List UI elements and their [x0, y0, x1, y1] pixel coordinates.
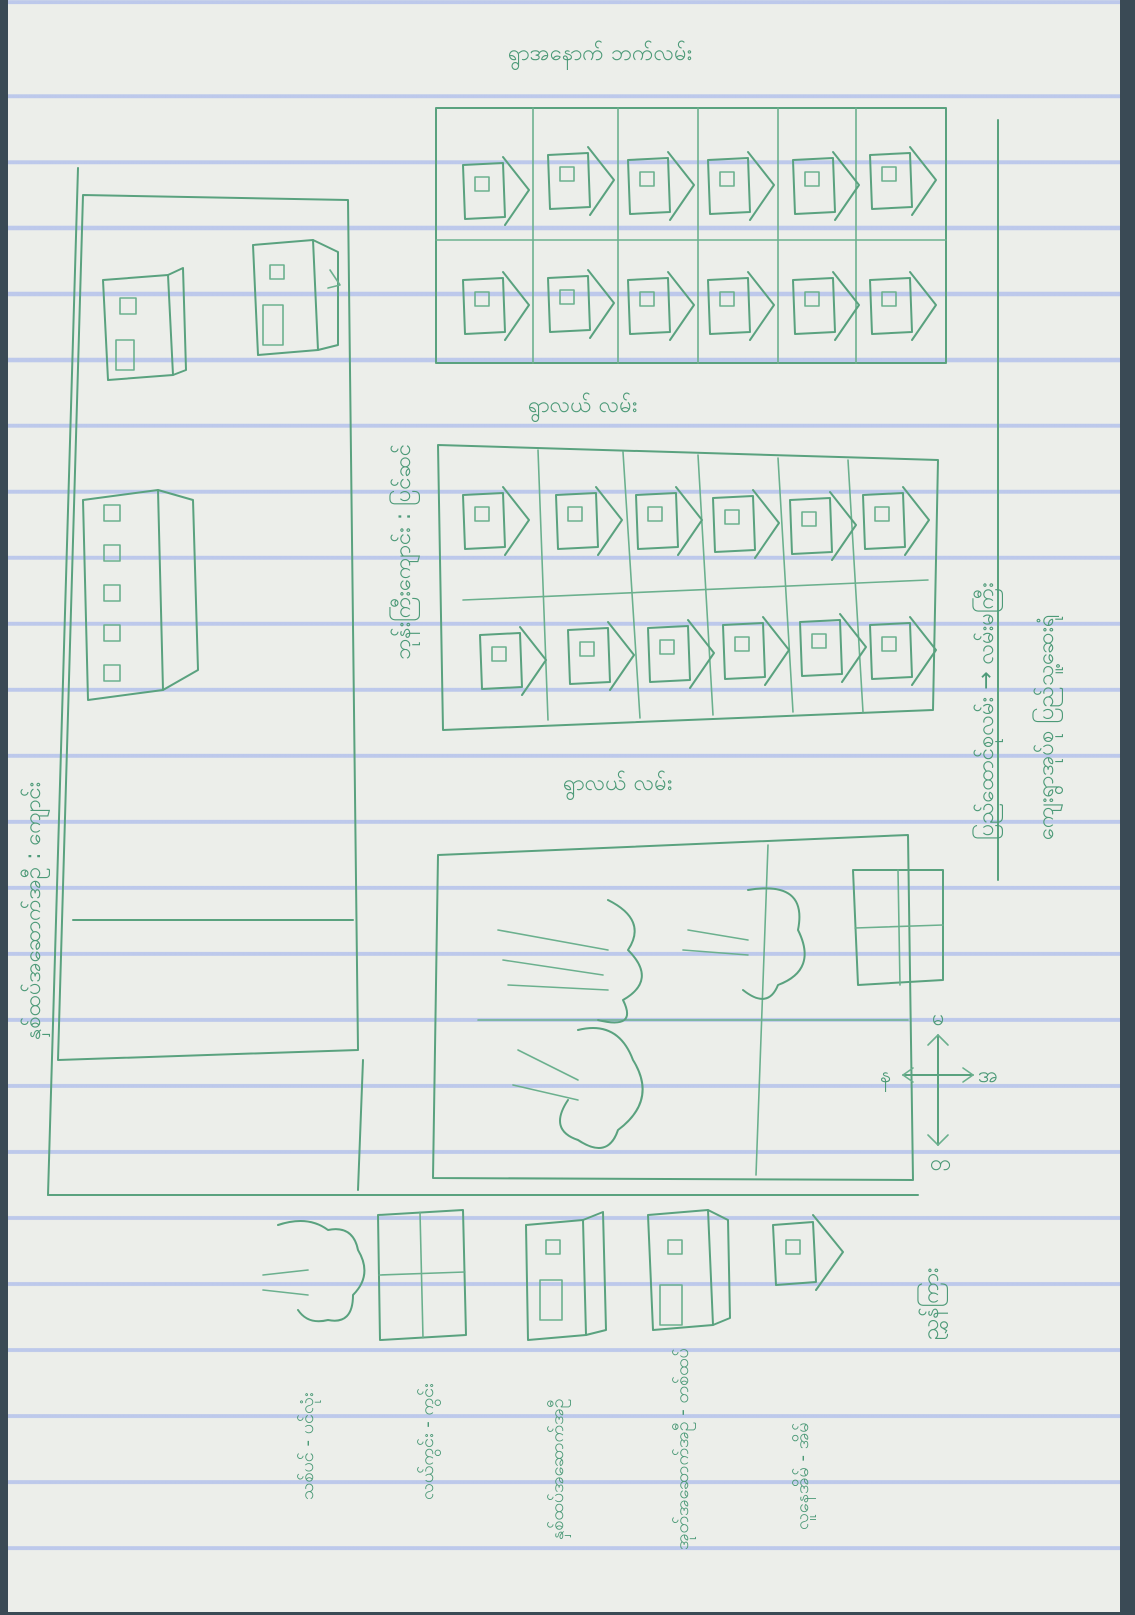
housing-block-upper: [436, 108, 946, 363]
school-building: [83, 490, 198, 700]
paper-sheet: မ အ န တ နှစ်ထပ်အဆောက်အဦ : ကျောင်း ရွာအနေ…: [8, 0, 1120, 1612]
house-icon: [628, 272, 694, 340]
house-icon: [480, 627, 546, 695]
field-tree-block: [433, 835, 943, 1180]
west-street-label: ရွာအနောက် ဘက်လမ်း: [508, 40, 692, 71]
house-icon: [708, 272, 774, 340]
field-icon: [853, 870, 943, 985]
legend: [263, 1210, 843, 1340]
school-area-label: နှစ်ထပ်အဆောက်အဦ : ကျောင်း: [20, 782, 51, 1040]
legend-title: ညွှန်ကြား: [917, 1267, 948, 1340]
tree-icon: [498, 900, 642, 1023]
house-icon: [723, 617, 789, 685]
two-storey-building-icon: [103, 268, 186, 380]
single-storey-building-icon: [648, 1210, 730, 1330]
legend-tree-label: သစ်ပင် - ပင်လုံး: [297, 1393, 321, 1500]
house-icon: [556, 487, 622, 555]
house-icon: [628, 152, 694, 220]
compass-south-label: တ: [930, 1151, 951, 1176]
house-icon: [463, 487, 529, 555]
house-icon: [548, 147, 614, 215]
house-icon: [773, 1215, 843, 1290]
house-icon: [713, 490, 779, 558]
compass-east-label: အ: [978, 1063, 998, 1088]
legend-single-storey-label: အုတ်အဆောက်အဦ - တစ်ထပ်: [672, 1348, 696, 1550]
compass-west-label: န: [880, 1063, 891, 1092]
village-name-label: ကျေးရွာအုပ်စု ပြည်သူ့ဆေးရုံ: [1032, 614, 1064, 840]
house-icon: [870, 272, 936, 340]
tree-icon: [683, 888, 805, 999]
houses-middle: [463, 487, 936, 695]
house-icon: [793, 152, 859, 220]
house-icon: [548, 270, 614, 338]
house-icon: [790, 492, 856, 560]
monastery-label: ဘုန်းကြီးကျောင်း : ပြင်ဆင်: [389, 444, 420, 660]
compass-rose: [903, 1035, 973, 1145]
house-icon: [870, 147, 936, 215]
tree-icon: [513, 1028, 643, 1148]
hand-drawn-map: မ အ န တ နှစ်ထပ်အဆောက်အဦ : ကျောင်း ရွာအနေ…: [8, 0, 1120, 1612]
house-icon: [870, 617, 936, 685]
houses-upper: [463, 147, 936, 340]
legend-two-storey-label: နှစ်ထပ်အဆောက်အဦ: [547, 1398, 571, 1540]
single-storey-building-icon: [253, 240, 340, 355]
tree-icon: [263, 1221, 364, 1321]
school-compound: [58, 195, 358, 1060]
house-icon: [708, 152, 774, 220]
two-storey-building-icon: [526, 1212, 606, 1340]
legend-house-label: လူနေအိမ် - အိမ်: [792, 1422, 816, 1530]
house-icon: [636, 487, 702, 555]
compass-north-label: မ: [932, 1006, 945, 1031]
house-icon: [793, 272, 859, 340]
main-road-label: ပြည်ထောင်စုလမ်း → လမ်းမကြီး: [972, 582, 1003, 840]
middle-street-label: ရွာလယ် လမ်း: [528, 392, 637, 423]
house-icon: [800, 614, 866, 682]
house-icon: [463, 157, 529, 225]
center-street-label: ရွာလယ် လမ်း: [563, 770, 672, 801]
house-icon: [863, 487, 929, 555]
house-icon: [648, 620, 714, 688]
field-icon: [378, 1210, 466, 1340]
house-icon: [463, 272, 529, 340]
legend-field-label: လယ်ကွင်း - ကွင်း: [417, 1383, 441, 1500]
house-icon: [568, 622, 634, 690]
